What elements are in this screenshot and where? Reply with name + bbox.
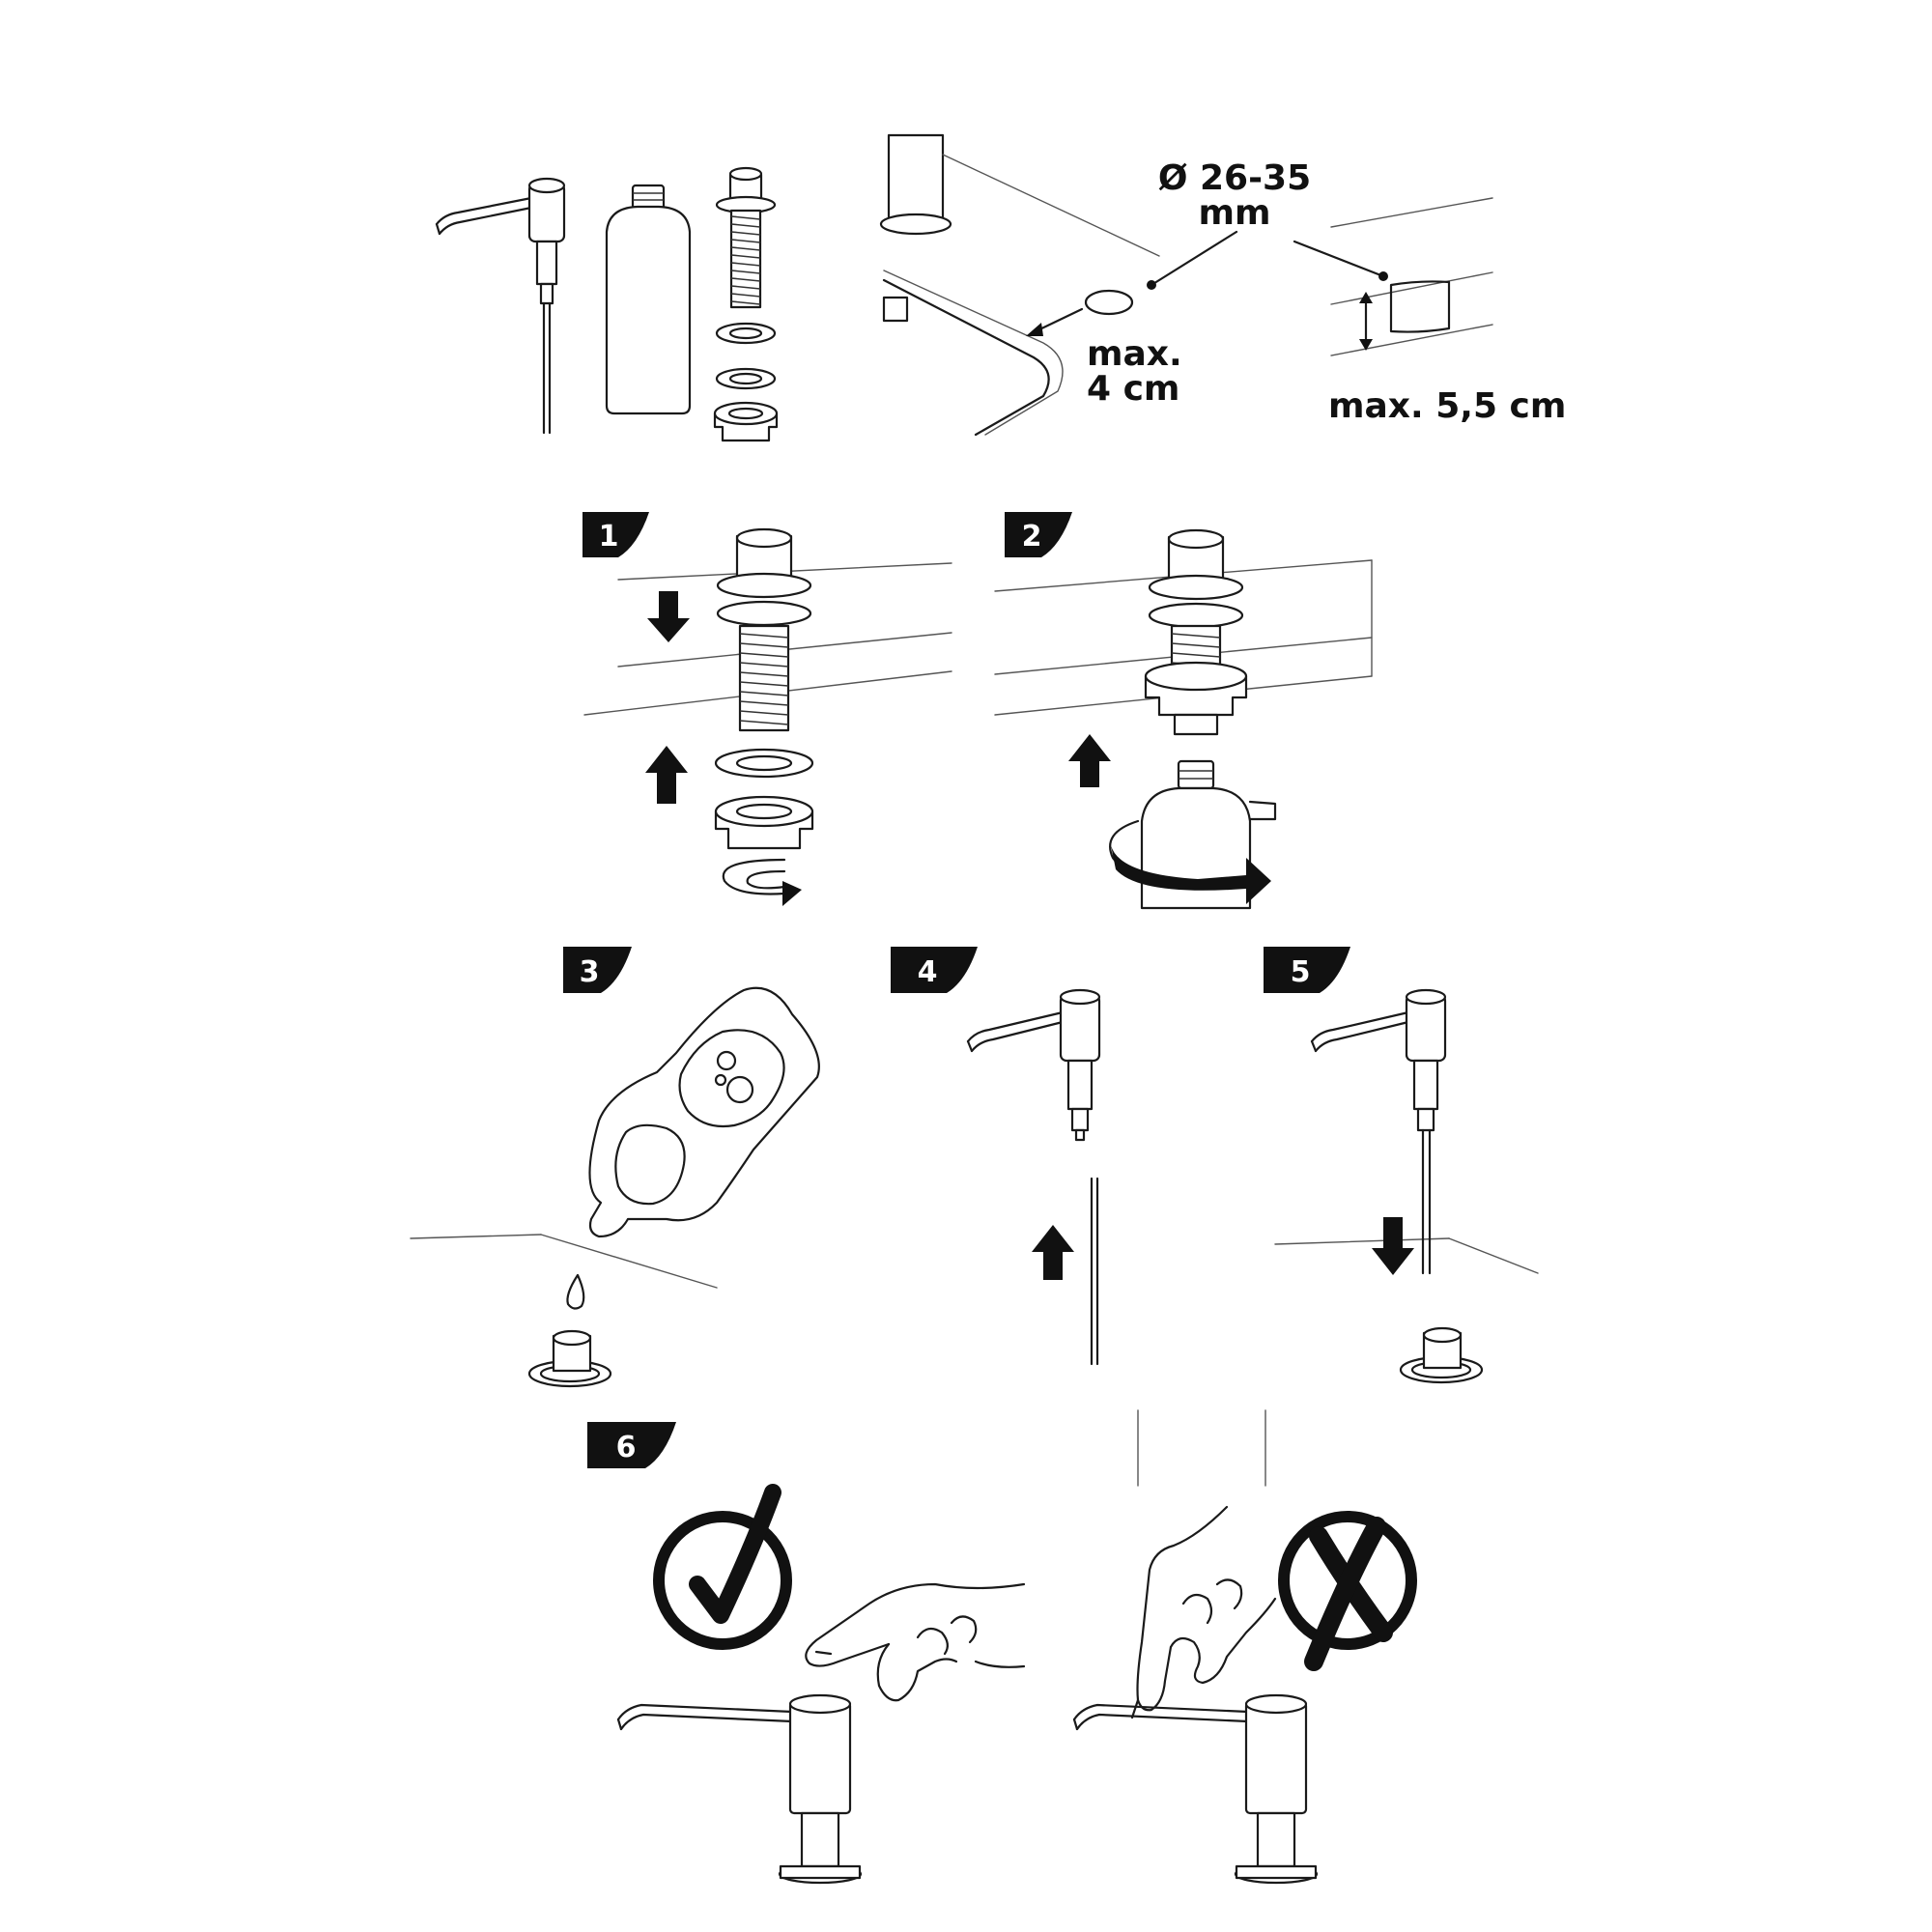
hand-pressing-spout <box>1130 1505 1277 1719</box>
step-5-badge: 5 <box>1264 947 1350 993</box>
pump-head-part <box>435 177 566 435</box>
washer-part <box>715 367 777 390</box>
step-4-badge: 4 <box>891 947 978 993</box>
nut-part <box>713 401 779 442</box>
pump-head <box>1059 993 1101 1063</box>
counter-section <box>1293 197 1493 356</box>
hole-diameter-label: Ø 26-35 <box>1158 158 1311 198</box>
detergent-bottle <box>588 986 820 1238</box>
arrow-up-icon <box>645 746 688 804</box>
hole-diameter-unit: mm <box>1198 193 1270 233</box>
dispenser-base <box>1399 1326 1484 1384</box>
svg-text:1: 1 <box>599 520 619 554</box>
arrow-down-icon <box>1372 1217 1414 1275</box>
pump-head <box>1405 993 1447 1063</box>
arrow-up-icon <box>1032 1225 1074 1280</box>
soap-bottle-part <box>605 184 692 415</box>
washer-part <box>715 322 777 345</box>
step-3-badge: 3 <box>563 947 632 993</box>
dispenser-correct <box>616 1693 863 1885</box>
drop-icon <box>566 1273 585 1310</box>
hand-pressing-top <box>805 1582 1026 1702</box>
step-4: 4 <box>891 947 1266 1487</box>
sink-gap-value: 4 cm <box>1087 369 1179 409</box>
svg-text:3: 3 <box>580 955 600 989</box>
step-1-badge: 1 <box>582 512 649 557</box>
sink-gap-label: max. <box>1087 334 1182 374</box>
svg-text:6: 6 <box>616 1431 637 1464</box>
check-circle-icon <box>653 1484 792 1650</box>
sink-dimensions-illustration: Ø 26-35 mm max. 4 cm max. 5,5 cm <box>879 133 1566 437</box>
svg-text:4: 4 <box>918 955 938 989</box>
step-6: 6 <box>587 1422 1417 1885</box>
dispenser-base <box>527 1329 612 1388</box>
svg-text:5: 5 <box>1291 955 1311 989</box>
parts-overview <box>435 166 779 442</box>
counter-thickness-label: max. 5,5 cm <box>1328 386 1566 426</box>
rotate-arrow-icon <box>722 858 786 895</box>
step-5: 5 <box>1264 947 1539 1384</box>
step-1: 1 <box>582 512 952 906</box>
step-6-badge: 6 <box>587 1422 676 1468</box>
step-2-badge: 2 <box>1005 512 1072 557</box>
cross-circle-icon <box>1278 1511 1417 1671</box>
arrow-down-icon <box>647 591 690 642</box>
washer <box>714 748 814 779</box>
svg-text:2: 2 <box>1022 520 1042 554</box>
dispenser-wrong <box>1072 1693 1319 1885</box>
arrow-up-icon <box>1068 734 1111 787</box>
step-3: 3 <box>410 947 820 1388</box>
threaded-shaft-part <box>715 166 777 309</box>
tap-hole <box>1084 289 1134 316</box>
step-2: 2 <box>994 512 1373 910</box>
